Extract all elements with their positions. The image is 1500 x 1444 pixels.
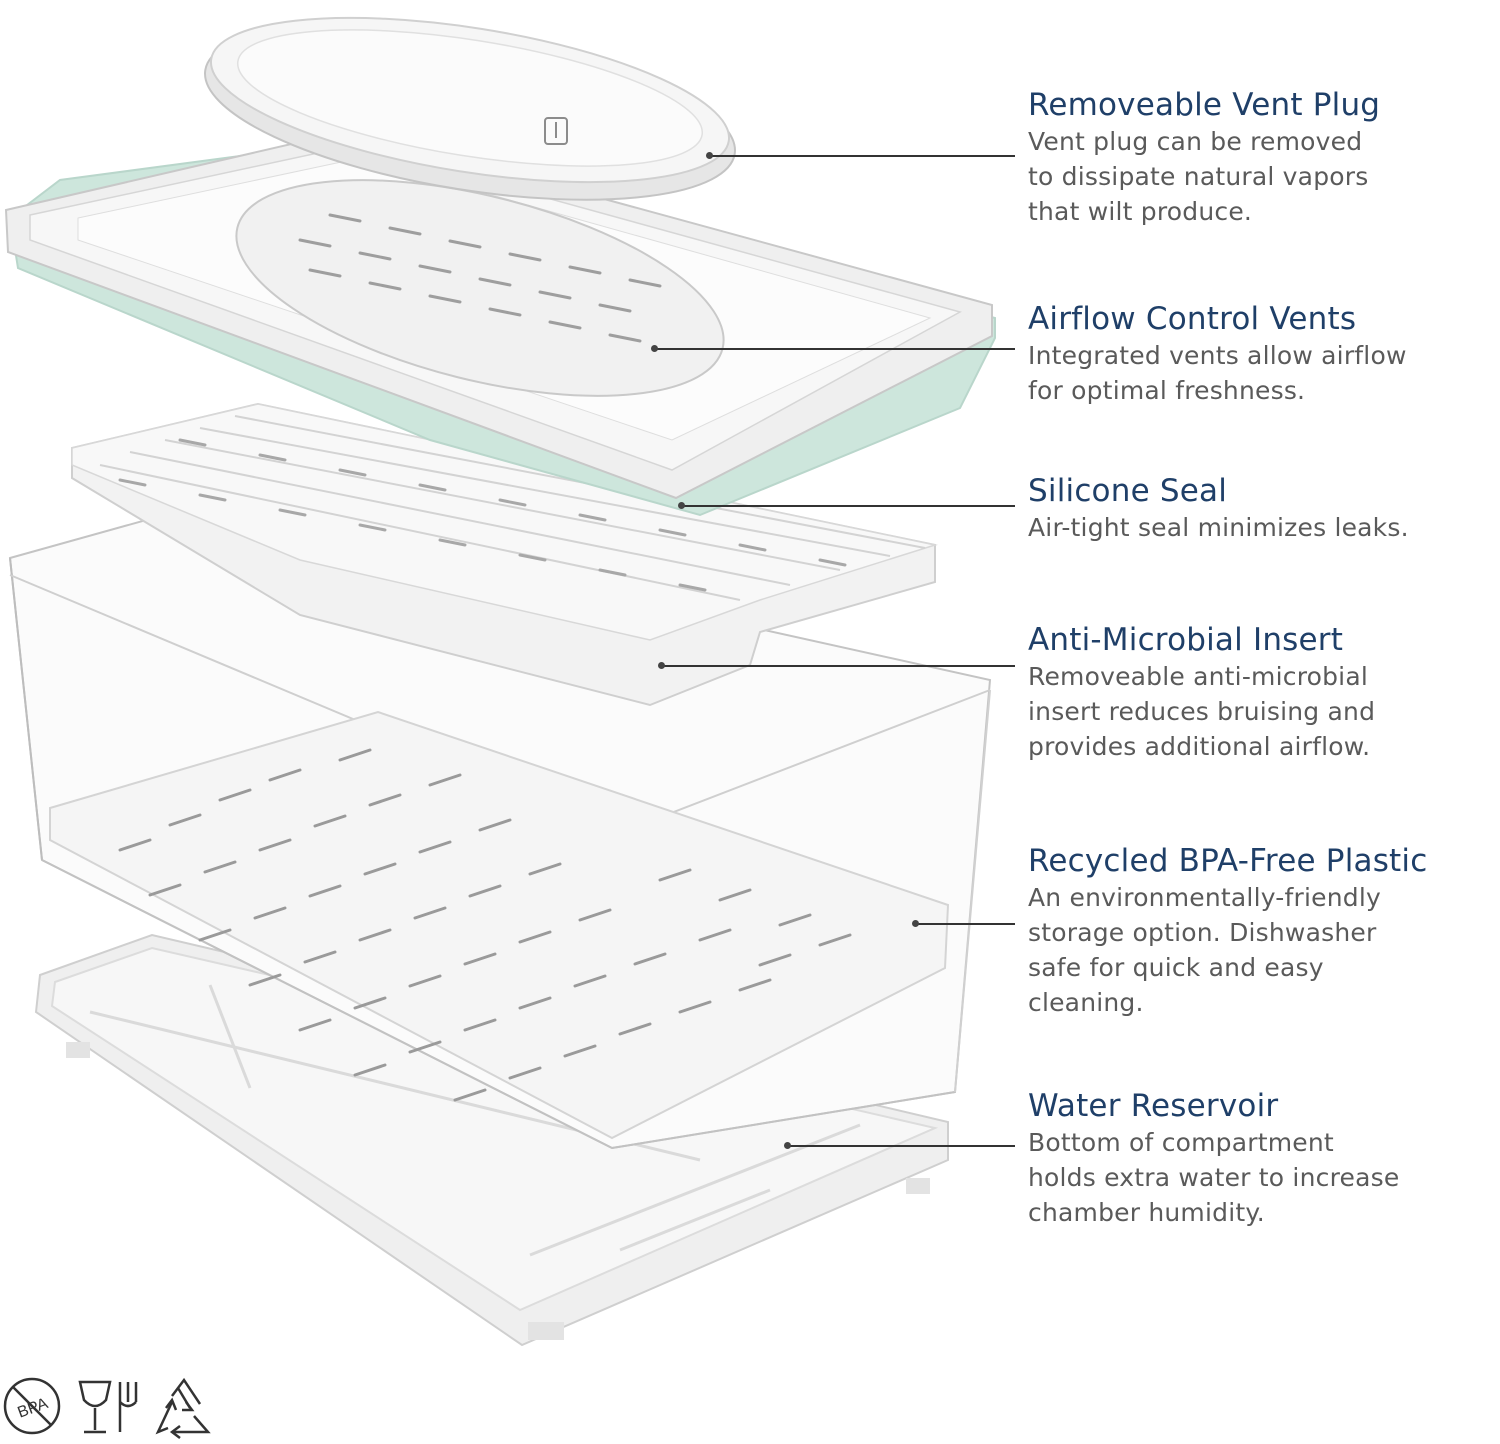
feature-description: Vent plug can be removed to dissipate na… — [1028, 127, 1369, 226]
leader-line-plastic — [912, 920, 1015, 927]
feature-water-reservoir: Water Reservoir Bottom of compartment ho… — [1028, 1087, 1500, 1230]
container-lid — [4, 128, 996, 517]
feature-airflow-vents: Airflow Control Vents Integrated vents a… — [1028, 300, 1500, 408]
leader-line-reservoir — [784, 1142, 1015, 1149]
bpa-free-icon: BPA — [3, 1377, 61, 1435]
feature-description: An environmentally-friendly storage opti… — [1028, 883, 1381, 1017]
leader-line-silicone-seal — [678, 502, 1015, 509]
feature-title: Airflow Control Vents — [1028, 301, 1357, 337]
feature-title: Removeable Vent Plug — [1028, 87, 1381, 123]
vent-plug — [204, 16, 736, 201]
recycle-icon — [155, 1377, 211, 1439]
leader-line-insert — [658, 662, 1015, 669]
feature-description: Integrated vents allow airflow for optim… — [1028, 341, 1407, 405]
feature-vent-plug: Removeable Vent Plug Vent plug can be re… — [1028, 86, 1500, 229]
feature-silicone-seal: Silicone Seal Air-tight seal minimizes l… — [1028, 472, 1500, 545]
feature-anti-microbial-insert: Anti-Microbial Insert Removeable anti-mi… — [1028, 621, 1500, 764]
certification-badges: BPA — [3, 1377, 211, 1439]
anti-microbial-insert — [71, 402, 938, 707]
feature-description: Bottom of compartment holds extra water … — [1028, 1128, 1400, 1227]
leader-line-vent-plug — [706, 152, 1015, 159]
feature-title: Anti-Microbial Insert — [1028, 622, 1344, 658]
water-reservoir-tray — [34, 933, 949, 1347]
feature-title: Recycled BPA-Free Plastic — [1028, 843, 1428, 879]
feature-bpa-free-plastic: Recycled BPA-Free Plastic An environment… — [1028, 842, 1500, 1020]
feature-description: Removeable anti-microbial insert reduces… — [1028, 662, 1376, 761]
feature-description: Air-tight seal minimizes leaks. — [1028, 513, 1409, 542]
food-safe-icon — [78, 1380, 138, 1434]
leader-line-airflow-vents — [651, 345, 1015, 352]
feature-title: Silicone Seal — [1028, 473, 1228, 509]
feature-title: Water Reservoir — [1028, 1088, 1279, 1124]
